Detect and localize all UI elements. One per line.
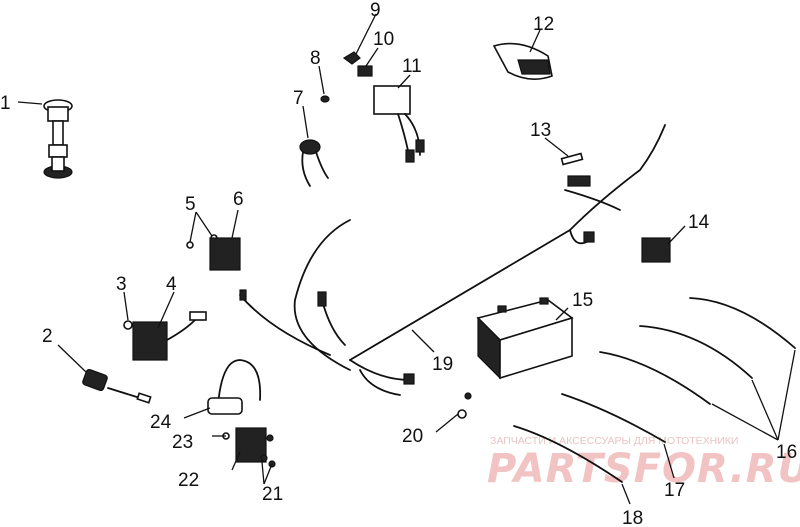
part-battery	[476, 297, 574, 380]
part-small-clip	[320, 95, 330, 103]
callout-20: 20	[402, 426, 423, 447]
callout-24: 24	[150, 412, 172, 433]
callout-7: 7	[293, 88, 304, 109]
callout-12: 12	[533, 14, 554, 35]
callout-6: 6	[233, 189, 244, 210]
part-fuse-clips	[342, 51, 373, 77]
callout-17: 17	[664, 480, 685, 501]
callout-1: 1	[0, 93, 11, 114]
part-rectifier	[641, 237, 671, 263]
part-wiring-harness	[239, 124, 666, 396]
part-regulator	[186, 234, 241, 271]
callout-16: 16	[776, 442, 797, 463]
callout-13: 13	[530, 120, 551, 141]
callout-23: 23	[172, 432, 193, 453]
part-ignition-switch	[43, 99, 73, 179]
watermark-caption: ЗАПЧАСТИ И АКСЕССУАРЫ ДЛЯ МОТОТЕХНИКИ	[490, 435, 738, 447]
callout-8: 8	[310, 48, 321, 69]
callout-22: 22	[178, 470, 199, 491]
callout-21: 21	[262, 484, 283, 505]
callout-9: 9	[370, 0, 381, 21]
callout-11: 11	[402, 56, 422, 77]
watermark-brand: PARTSFOR.RU	[487, 446, 800, 492]
callout-19: 19	[432, 354, 453, 375]
callout-14: 14	[688, 212, 710, 233]
part-relay-bracket	[123, 311, 207, 361]
part-tubes	[513, 297, 796, 483]
part-cdi-box	[373, 85, 425, 163]
callout-2: 2	[42, 326, 53, 347]
leader-lines	[17, 13, 796, 505]
callout-4: 4	[166, 274, 177, 295]
callout-3: 3	[116, 274, 127, 295]
part-ignition-coil	[207, 359, 472, 468]
part-fuse	[560, 152, 584, 166]
part-cover	[492, 42, 553, 80]
part-sensor	[82, 368, 152, 404]
callout-10: 10	[373, 29, 394, 50]
part-connector	[299, 139, 329, 187]
callout-18: 18	[622, 508, 643, 527]
callout-15: 15	[572, 290, 593, 311]
callout-5: 5	[185, 194, 196, 215]
